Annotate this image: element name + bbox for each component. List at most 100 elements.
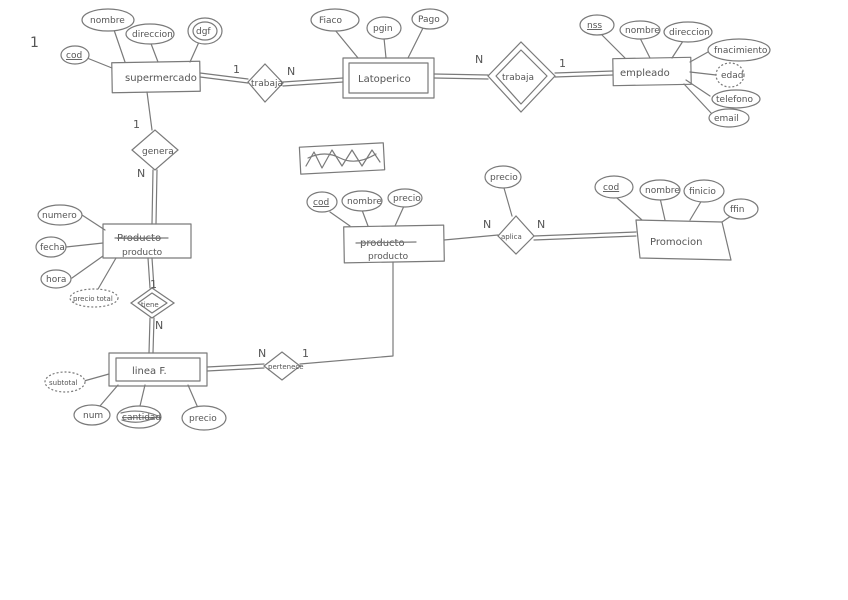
cardinality: N <box>537 218 545 231</box>
attribute: cantidad <box>116 405 162 429</box>
relationship-label: aplica <box>501 233 522 241</box>
page-number: 1 <box>30 35 39 51</box>
attribute: direccion <box>125 23 175 45</box>
attribute: Pago <box>411 8 449 30</box>
svg-text:finicio: finicio <box>689 187 716 197</box>
svg-text:email: email <box>714 114 739 124</box>
relationship-trabaja: trabaja <box>247 63 284 103</box>
svg-text:cod: cod <box>603 183 619 193</box>
entity-promocion: Promocion <box>635 219 732 261</box>
cardinality: 1 <box>559 57 566 70</box>
entity-struck-label: producto <box>360 238 405 249</box>
relationship-tiene: tiene <box>129 287 176 319</box>
svg-text:precio: precio <box>393 194 421 204</box>
attribute: fecha <box>35 236 67 258</box>
svg-text:cantidad: cantidad <box>122 413 161 423</box>
relationship-label: trabaja <box>502 73 534 83</box>
svg-text:numero: numero <box>42 211 77 221</box>
entity-label: empleado <box>620 68 670 79</box>
entity-supermercado: supermercado <box>111 60 201 94</box>
entity-label: supermercado <box>125 73 197 84</box>
cardinality: N <box>287 65 295 78</box>
entity-label: producto <box>122 248 163 258</box>
attribute-key: cod <box>306 191 338 213</box>
attribute: nombre <box>341 190 383 212</box>
attribute: nombre <box>619 20 661 40</box>
attribute: numero <box>37 204 83 226</box>
attribute: dgf <box>187 17 223 45</box>
svg-text:pgin: pgin <box>373 24 393 34</box>
svg-text:num: num <box>83 411 103 421</box>
entity-label: producto <box>368 252 409 262</box>
svg-text:fecha: fecha <box>40 243 65 253</box>
cardinality: 1 <box>233 63 240 76</box>
entity-linea: linea F. <box>108 352 208 387</box>
cardinality: 1 <box>302 347 309 360</box>
relationship-genera: genera <box>131 129 179 171</box>
attribute: pgin <box>366 16 402 40</box>
relationship-pertenece: pertenece <box>263 351 304 381</box>
attribute: nombre <box>639 179 681 201</box>
attributes-producto: numero fecha hora precio total <box>35 204 119 308</box>
attributes-promocion: cod nombre finicio ffin <box>594 175 759 220</box>
attribute: precio <box>181 405 227 431</box>
attributes-producto-2: cod nombre precio <box>306 188 423 213</box>
svg-text:fnacimiento: fnacimiento <box>714 46 768 56</box>
relationship-trabaja-2: trabaja <box>487 41 556 113</box>
svg-text:precio: precio <box>490 173 518 183</box>
svg-text:subtotal: subtotal <box>49 379 78 387</box>
entity-label: linea F. <box>132 366 167 377</box>
cardinality: N <box>483 218 491 231</box>
svg-text:edad: edad <box>721 71 743 81</box>
attribute-key: cod <box>594 175 634 199</box>
svg-text:cod: cod <box>313 198 329 208</box>
svg-text:precio: precio <box>189 414 217 424</box>
svg-text:telefono: telefono <box>716 95 753 105</box>
svg-text:nombre: nombre <box>645 186 680 196</box>
attribute: Fiaco <box>310 8 360 32</box>
cardinality: 1 <box>150 278 157 291</box>
svg-text:nss: nss <box>587 21 602 31</box>
attributes-aplica: precio <box>484 165 522 189</box>
svg-text:precio total: precio total <box>73 295 113 303</box>
attribute: precio <box>387 188 423 208</box>
svg-text:nombre: nombre <box>347 197 382 207</box>
svg-text:dgf: dgf <box>196 27 211 37</box>
attribute: hora <box>40 269 72 289</box>
svg-text:Pago: Pago <box>418 15 440 25</box>
attribute-derived: precio total <box>69 288 119 308</box>
svg-text:nombre: nombre <box>90 16 125 26</box>
cardinality: N <box>137 167 145 180</box>
svg-text:nombre: nombre <box>625 26 660 36</box>
attribute: ffin <box>723 198 759 220</box>
attribute-key: nss <box>579 14 615 36</box>
relationship-label: trabaja <box>251 79 283 89</box>
attribute: finicio <box>683 179 725 203</box>
relationship-label: tiene <box>141 301 159 309</box>
attribute-key: cod <box>60 45 90 65</box>
entity-empleado: empleado <box>612 56 692 87</box>
svg-text:ffin: ffin <box>730 205 744 215</box>
entity-producto-2: producto producto <box>343 224 445 264</box>
attributes-supermercado: nombre direccion dgf cod <box>60 8 223 65</box>
attribute-derived: subtotal <box>44 371 86 393</box>
entity-label: Promocion <box>650 237 702 248</box>
attribute: telefono <box>711 89 761 109</box>
connection-lines <box>65 25 738 409</box>
attributes-empleado: nss nombre direccion fnacimiento edad te… <box>579 14 771 128</box>
relationship-label: pertenece <box>268 363 304 371</box>
svg-text:hora: hora <box>46 275 66 285</box>
attributes-linea: subtotal num cantidad precio <box>44 371 227 431</box>
svg-text:direccion: direccion <box>132 30 173 40</box>
svg-text:cod: cod <box>66 51 82 61</box>
attribute: email <box>708 108 750 128</box>
attribute: nombre <box>81 8 135 32</box>
attribute: fnacimiento <box>707 38 771 62</box>
attribute: num <box>73 404 111 426</box>
attribute-derived: edad <box>715 62 745 88</box>
cardinality: N <box>155 319 163 332</box>
attribute: precio <box>484 165 522 189</box>
attribute: direccion <box>663 21 713 43</box>
cardinality: N <box>475 53 483 66</box>
